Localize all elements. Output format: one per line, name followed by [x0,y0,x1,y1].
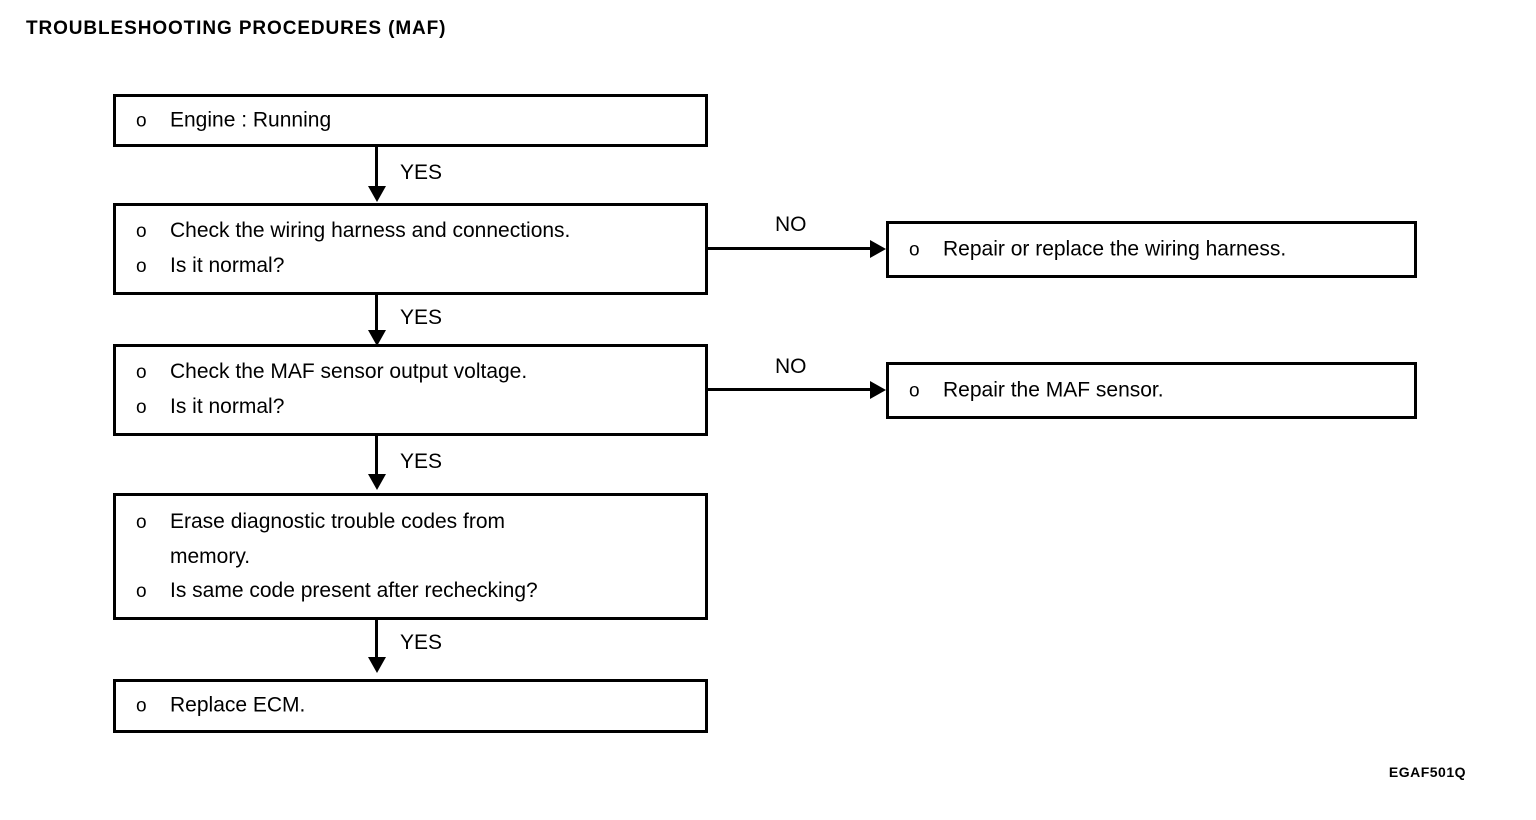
node-line-text: Is same code present after rechecking? [170,578,538,602]
node-line: o Repair the MAF sensor. [909,373,1404,408]
bullet-icon: o [136,511,147,533]
node-line: memory. [136,540,695,574]
bullet-icon: o [909,380,920,401]
connector-arrowhead-4 [368,657,386,673]
node-line-text: Is it normal? [170,395,285,418]
node-line-text: Erase diagnostic trouble codes from [170,509,506,533]
edge-label-yes-3: YES [400,450,443,473]
bullet-icon: o [136,362,147,383]
bullet-icon: o [136,110,147,131]
node-line-text: Engine : Running [170,108,332,131]
node-line-text: Replace ECM. [170,693,306,717]
edge-label-yes-2: YES [400,306,443,329]
branch-line-no-1 [708,247,878,250]
flow-node-repair-maf-sensor: o Repair the MAF sensor. [886,362,1417,419]
node-line: o Erase diagnostic trouble codes from [136,505,695,540]
node-text-block: o Check the MAF sensor output voltage. o… [136,355,695,425]
node-text-block: o Engine : Running [136,103,695,138]
connector-arrowhead-1 [368,186,386,202]
branch-arrowhead-no-2 [870,381,886,399]
bullet-icon: o [136,221,147,242]
node-line: o Is same code present after rechecking? [136,574,695,609]
node-line: o Check the wiring harness and connectio… [136,214,695,249]
connector-line-1 [375,147,378,189]
flow-node-erase-dtc-memory: o Erase diagnostic trouble codes from me… [113,493,708,620]
bullet-icon: o [909,239,920,260]
node-text-block: o Check the wiring harness and connectio… [136,214,695,284]
figure-code: EGAF501Q [1388,764,1466,780]
node-line: o Is it normal? [136,249,695,284]
node-line-text: Repair the MAF sensor. [943,378,1164,401]
edge-label-yes-1: YES [400,161,443,184]
flow-node-check-maf-output-voltage: o Check the MAF sensor output voltage. o… [113,344,708,436]
bullet-icon: o [136,397,147,418]
node-line: o Engine : Running [136,103,695,138]
node-text-block: o Erase diagnostic trouble codes from me… [136,505,695,609]
connector-arrowhead-2 [368,330,386,346]
node-line-text: Check the MAF sensor output voltage. [170,360,528,383]
node-line: o Replace ECM. [136,689,695,724]
branch-line-no-2 [708,388,878,391]
edge-label-no-2: NO [775,355,807,378]
connector-line-2 [375,295,378,336]
edge-label-yes-4: YES [400,631,443,654]
flow-node-replace-ecm: o Replace ECM. [113,679,708,733]
connector-arrowhead-3 [368,474,386,490]
flow-node-engine-running: o Engine : Running [113,94,708,147]
node-line: o Check the MAF sensor output voltage. [136,355,695,390]
node-line-text: memory. [170,544,251,568]
bullet-icon: o [136,256,147,277]
branch-arrowhead-no-1 [870,240,886,258]
bullet-icon: o [136,580,147,602]
page-title: TROUBLESHOOTING PROCEDURES (MAF) [26,18,447,39]
flow-node-repair-replace-wiring-harness: o Repair or replace the wiring harness. [886,221,1417,278]
node-line: o Is it normal? [136,390,695,425]
node-text-block: o Repair the MAF sensor. [909,373,1404,408]
connector-line-4 [375,620,378,662]
node-text-block: o Replace ECM. [136,689,695,724]
connector-line-3 [375,436,378,478]
node-line-text: Repair or replace the wiring harness. [943,237,1287,260]
flow-node-check-wiring-harness: o Check the wiring harness and connectio… [113,203,708,295]
edge-label-no-1: NO [775,213,807,236]
node-line-text: Check the wiring harness and connections… [170,219,571,242]
node-text-block: o Repair or replace the wiring harness. [909,232,1404,267]
node-line: o Repair or replace the wiring harness. [909,232,1404,267]
node-line-text: Is it normal? [170,254,285,277]
bullet-icon: o [136,695,147,717]
